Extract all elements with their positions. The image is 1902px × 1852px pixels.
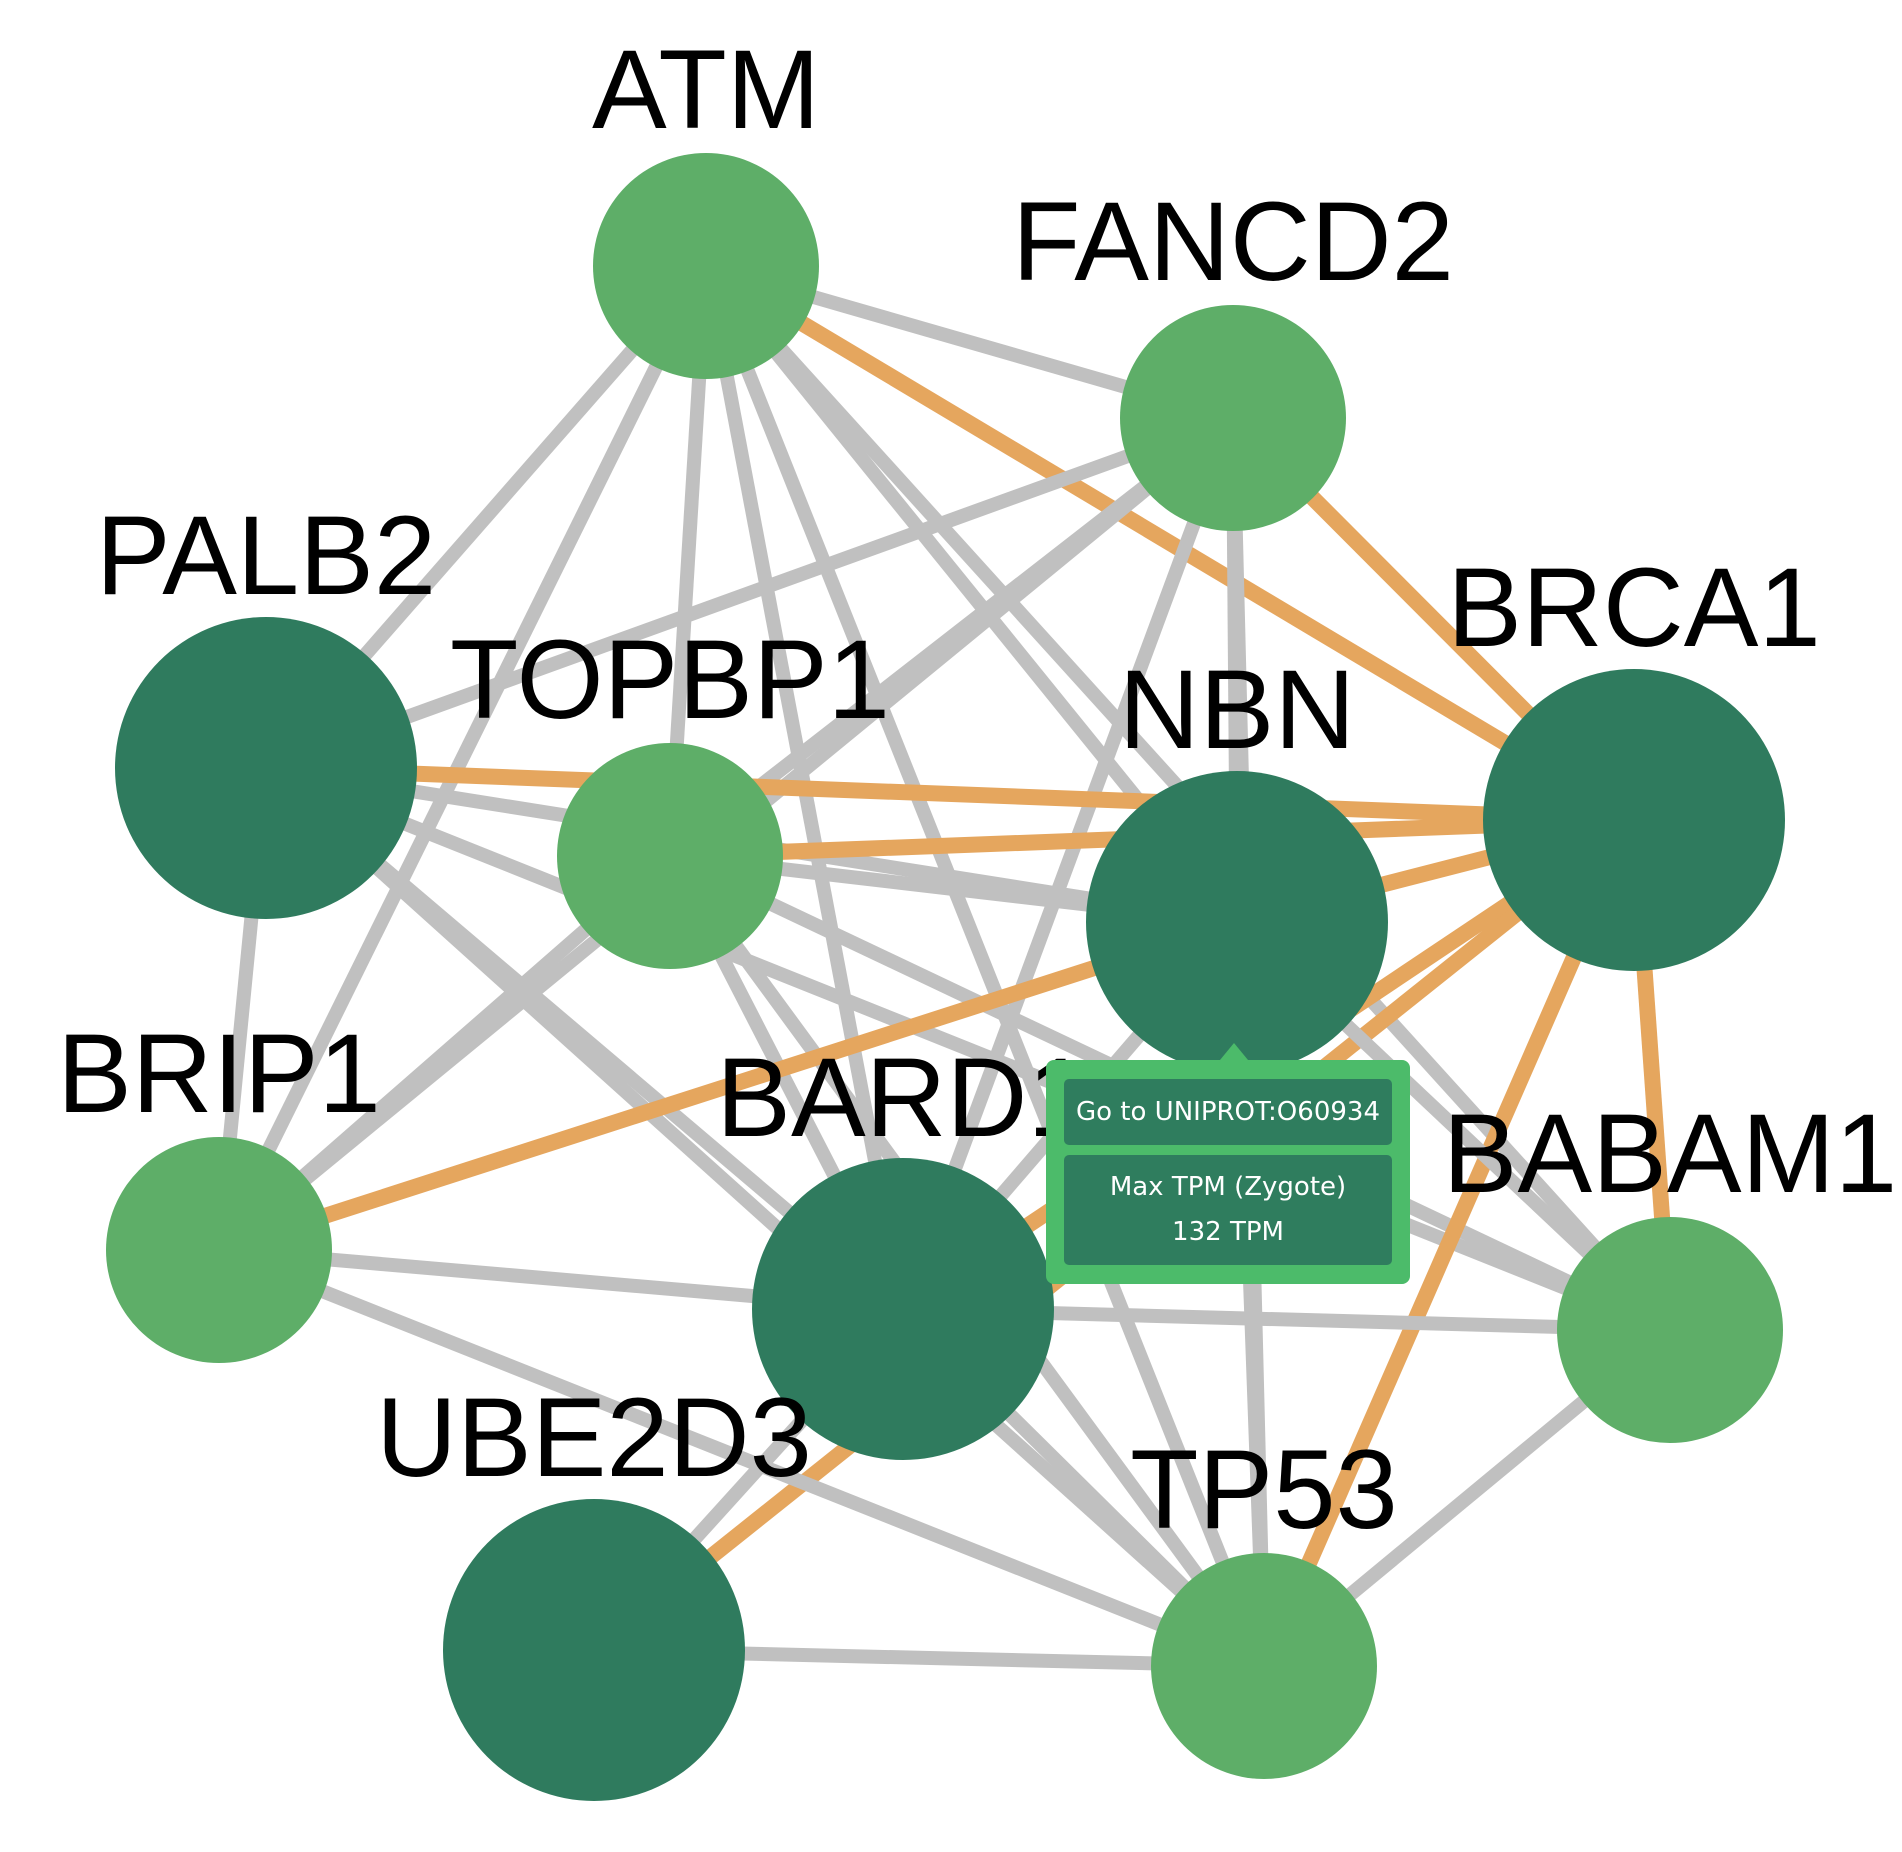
edge-nbn-brip1: [216, 914, 1240, 1258]
node-fancd2[interactable]: [1120, 305, 1346, 531]
node-ube2d3[interactable]: [443, 1499, 745, 1801]
edge-palb2-babam1: [263, 761, 1673, 1337]
node-atm[interactable]: [593, 153, 819, 379]
uniprot-link[interactable]: Go to UNIPROT:O60934: [1064, 1079, 1392, 1145]
node-label-fancd2: FANCD2: [1012, 179, 1454, 304]
node-label-nbn: NBN: [1119, 647, 1355, 772]
node-label-tp53: TP53: [1130, 1427, 1398, 1552]
tpm-metric-label: Max TPM (Zygote): [1109, 1172, 1347, 1202]
node-label-babam1: BABAM1: [1443, 1091, 1897, 1216]
edge-atm-brca1: [701, 259, 1639, 827]
node-label-bard1: BARD1: [716, 1035, 1089, 1160]
node-label-atm: ATM: [592, 27, 820, 152]
edge-brca1-tp53: [1256, 816, 1642, 1670]
node-label-ube2d3: UBE2D3: [376, 1375, 812, 1500]
node-label-topbp1: TOPBP1: [450, 617, 890, 742]
edge-atm-brip1: [212, 262, 713, 1254]
node-label-palb2: PALB2: [96, 493, 436, 618]
node-brip1[interactable]: [106, 1137, 332, 1363]
node-label-brip1: BRIP1: [57, 1011, 381, 1136]
edge-palb2-tp53: [261, 762, 1269, 1672]
tpm-info: Max TPM (Zygote) 132 TPM: [1064, 1155, 1392, 1265]
tpm-metric-value: 132 TPM: [1172, 1217, 1284, 1247]
edge-fancd2-palb2: [263, 411, 1236, 775]
edge-palb2-brca1: [265, 760, 1635, 828]
node-layer: [106, 153, 1785, 1801]
node-palb2[interactable]: [115, 617, 417, 919]
node-tp53[interactable]: [1151, 1553, 1377, 1779]
node-tooltip: Go to UNIPROT:O60934 Max TPM (Zygote) 13…: [1046, 1043, 1410, 1284]
edge-atm-tp53: [699, 263, 1271, 1669]
edge-fancd2-bard1: [896, 415, 1240, 1312]
node-babam1[interactable]: [1557, 1217, 1783, 1443]
node-label-brca1: BRCA1: [1447, 545, 1820, 670]
node-brca1[interactable]: [1483, 669, 1785, 971]
node-nbn[interactable]: [1086, 771, 1388, 1073]
node-topbp1[interactable]: [557, 743, 783, 969]
node-bard1[interactable]: [752, 1158, 1054, 1460]
edge-brip1-tp53: [216, 1243, 1267, 1673]
